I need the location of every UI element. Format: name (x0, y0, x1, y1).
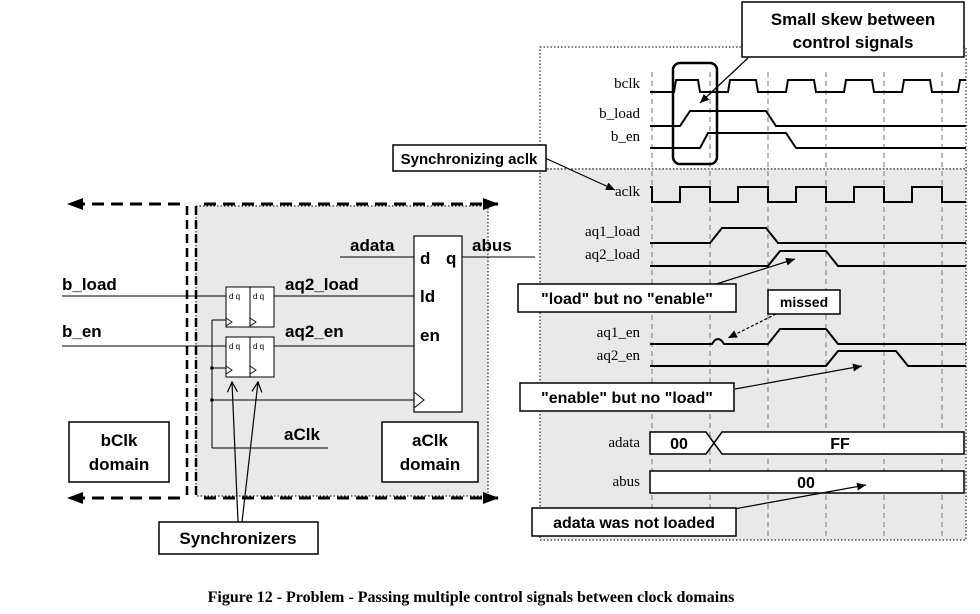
aclk-waveform (650, 186, 966, 203)
enable-no-load-callout-text: "enable" but no "load" (541, 390, 713, 407)
signal-label-aq1-load: aq1_load (585, 224, 640, 240)
signal-label-bclk: bclk (614, 76, 640, 92)
skew-callout-line1: Small skew between (771, 10, 935, 29)
skew-callout-line2: control signals (793, 33, 914, 52)
adata-input-label: adata (350, 236, 395, 255)
sync-aclk-callout (392, 144, 547, 172)
synchronizers-callout-text: Synchronizers (179, 529, 296, 548)
enable-no-load-callout (519, 382, 735, 412)
abus-value: 00 (797, 475, 815, 492)
bclk-domain-line1: bClk (101, 431, 138, 450)
signal-label-aq2-en: aq2_en (597, 348, 641, 364)
abus-bus: 00 (649, 470, 965, 494)
adata-bus: 00 FF (649, 431, 965, 455)
b-en-waveform (650, 132, 966, 149)
aclk-domain-box (381, 421, 479, 483)
aq1-en-waveform (650, 328, 966, 345)
skew-callout (741, 1, 965, 58)
missed-callout (767, 289, 841, 315)
sync-aclk-callout-text: Synchronizing aclk (401, 151, 538, 168)
adata-not-loaded-callout (531, 507, 737, 537)
aq2-load-waveform (650, 250, 966, 267)
synchronizer-flops: d q d q d q d q (225, 286, 275, 378)
register-ld-pin: ld (420, 287, 435, 306)
skew-highlight-box (671, 61, 719, 166)
missed-callout-text: missed (780, 294, 828, 310)
adata-old-value: 00 (670, 436, 688, 453)
register-q-pin: q (446, 249, 456, 268)
timing-diagram: bclk b_load b_en aclk aq1_load aq2_load … (539, 46, 967, 541)
load-no-enable-callout-text: "load" but no "enable" (541, 291, 713, 308)
synchronizers-callout (158, 521, 319, 555)
sync-ff-en-2-text: d q (253, 342, 264, 351)
sync-ff-load-2-text: d q (253, 292, 264, 301)
aclk-domain-line2: domain (400, 455, 460, 474)
b-load-input-label: b_load (62, 275, 117, 294)
bclk-waveform (650, 79, 966, 93)
aclk-input-label: aClk (284, 425, 320, 444)
signal-label-aclk: aclk (615, 184, 640, 200)
load-no-enable-callout (517, 283, 737, 313)
aclk-domain-line1: aClk (412, 431, 448, 450)
callouts: Small skew between control signals Synch… (392, 1, 965, 537)
aq1-load-waveform (650, 227, 966, 244)
register-d-pin: d (420, 249, 430, 268)
sync-ff-en-1 (225, 336, 251, 378)
sync-ff-load-1-text: d q (229, 292, 240, 301)
schematic: b_load b_en aq2_load aq2_en adata abus a… (62, 198, 535, 555)
signal-label-adata: adata (608, 435, 640, 451)
sync-ff-en-2 (249, 336, 275, 378)
b-load-waveform (650, 110, 966, 127)
aq2-load-label: aq2_load (285, 275, 359, 294)
b-en-input-label: b_en (62, 322, 102, 341)
aq2-en-waveform (650, 350, 966, 367)
sync-ff-en-1-text: d q (229, 342, 240, 351)
output-register (413, 235, 463, 413)
signal-label-b-en: b_en (611, 129, 641, 145)
signal-label-b-load: b_load (599, 106, 640, 122)
bclk-domain-line2: domain (89, 455, 149, 474)
aq2-en-label: aq2_en (285, 322, 344, 341)
signal-label-aq2-load: aq2_load (585, 247, 640, 263)
adata-not-loaded-callout-text: adata was not loaded (553, 515, 715, 532)
signal-label-abus: abus (613, 474, 641, 490)
signal-label-aq1-en: aq1_en (597, 325, 641, 341)
adata-new-value: FF (830, 436, 850, 453)
figure-caption: Figure 12 - Problem - Passing multiple c… (208, 589, 735, 606)
register-en-pin: en (420, 326, 440, 345)
bclk-domain-box (68, 421, 170, 483)
abus-output-label: abus (472, 236, 512, 255)
